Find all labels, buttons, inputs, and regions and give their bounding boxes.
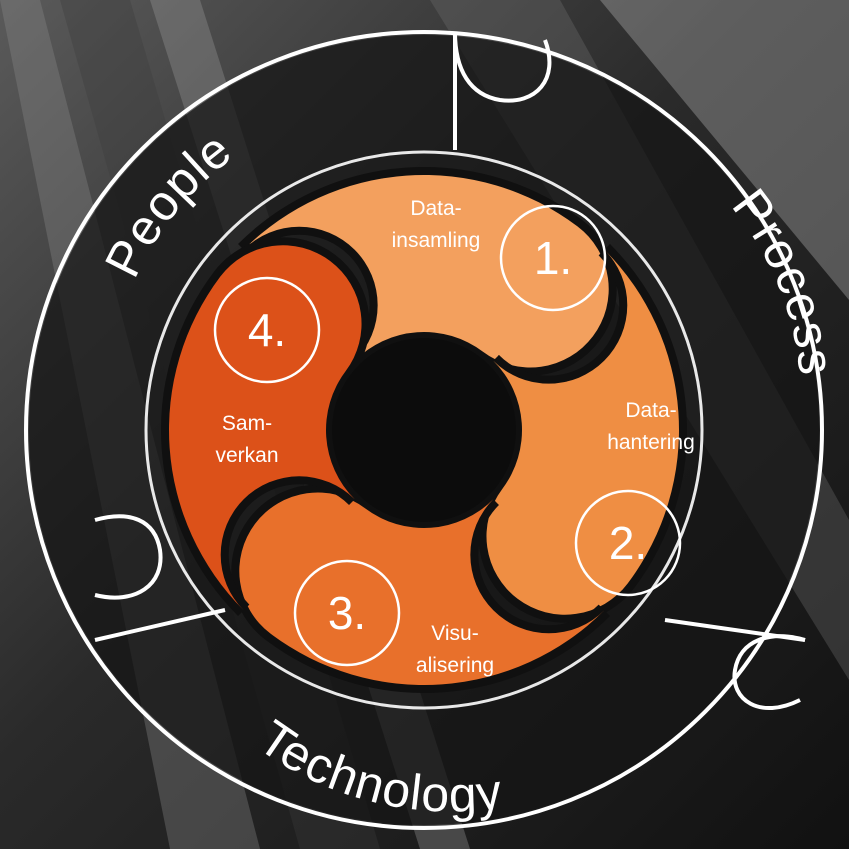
step-4-number-circle	[213, 276, 321, 384]
step-4-label-line2: verkan	[215, 444, 278, 467]
cycle-segment-3	[239, 492, 605, 685]
puzzle-connector-left	[94, 514, 163, 600]
step-1-label-line1: Data-	[410, 197, 461, 220]
step-2-number-circle	[574, 489, 682, 597]
step-1-number: 1.	[534, 232, 572, 284]
step-3-label-line2: alisering	[416, 654, 494, 677]
step-2-label-line2: hantering	[607, 431, 695, 454]
step-4: 4. Sam- verkan	[213, 276, 321, 467]
step-4-label-line1: Sam-	[222, 412, 272, 435]
step-1-label-line2: insamling	[392, 229, 481, 252]
step-2: Data- hantering 2.	[574, 399, 695, 597]
step-3-number: 3.	[328, 587, 366, 639]
cycle-segment-4	[168, 245, 362, 611]
step-4-number: 4.	[248, 304, 286, 356]
ring-segment-dividers	[94, 32, 806, 642]
step-3-label-line1: Visu-	[431, 622, 478, 645]
cycle-segments	[161, 167, 687, 693]
step-1: Data- insamling 1.	[392, 197, 607, 312]
center-hole	[332, 338, 516, 522]
outer-ring-border	[24, 30, 824, 830]
step-2-number: 2.	[609, 517, 647, 569]
step-3-number-circle	[293, 559, 401, 667]
cycle-segment-2	[486, 249, 680, 615]
step-3: 3. Visu- alisering	[293, 559, 494, 677]
puzzle-connector-top	[453, 31, 552, 103]
cycle-segment-1	[243, 174, 609, 368]
step-1-number-circle	[499, 204, 607, 312]
inner-ring-border	[144, 150, 704, 710]
step-2-label-line1: Data-	[625, 399, 676, 422]
